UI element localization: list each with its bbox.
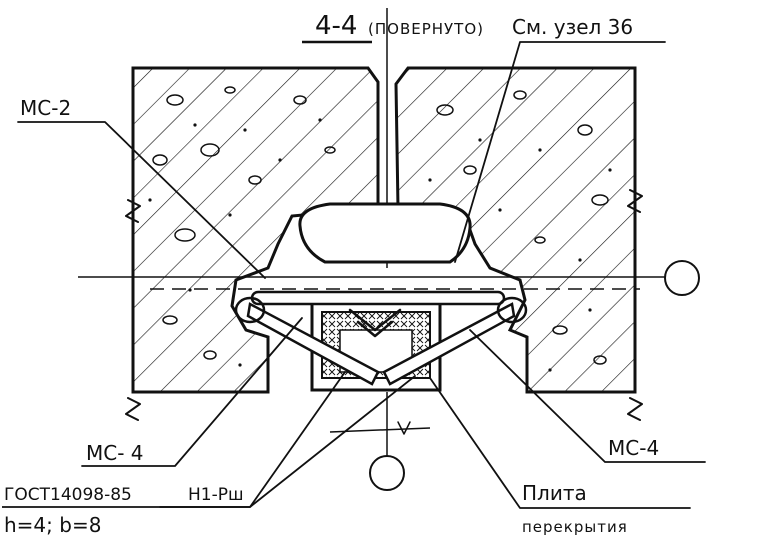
leader-mc4-right [469,329,706,463]
see-node-label: См. узел 36 [512,15,633,39]
weld-label: Н1-Рш [188,485,244,505]
slab-label-line1: Плита [522,481,587,505]
leader-weld-2 [249,375,416,508]
weld-dims-label: h=4; b=8 [4,513,101,537]
break-mark-left-bottom [125,397,141,421]
joint-seal-profile [298,202,472,264]
leader-slab [429,377,691,509]
rod-mc4-left [246,302,380,386]
leader-mc4-left [81,317,303,467]
gost-label: ГОСТ14098-85 [4,485,132,505]
aggregate-texture [152,86,609,365]
slab-v-rods [348,308,402,332]
axis-marker-bottom [369,455,405,491]
tie-bar-mc2 [250,290,506,306]
slab-v-rods-inner [356,320,394,338]
aggregate-dots [148,118,612,372]
axis-marker-right [664,260,700,296]
slab-label-line2: перекрытия [522,518,628,536]
break-mark-right-bottom [627,397,643,421]
break-mark-left-top [125,199,141,223]
left-hook [234,296,266,324]
section-note: (ПОВЕРНУТО) [368,20,484,38]
mc2-label: МС-2 [20,96,71,120]
section-number: 4-4 [315,11,357,41]
leader-see-node [454,41,666,263]
mc4-left-label: МС- 4 [86,441,144,465]
slab-break-mark [397,421,411,435]
mc4-right-label: МС-4 [608,436,659,460]
right-hook [496,296,528,324]
leader-mc2 [17,121,266,279]
rod-mc4-right [382,302,516,386]
left-wall-panel [131,66,380,394]
break-mark-right-top [627,189,643,213]
